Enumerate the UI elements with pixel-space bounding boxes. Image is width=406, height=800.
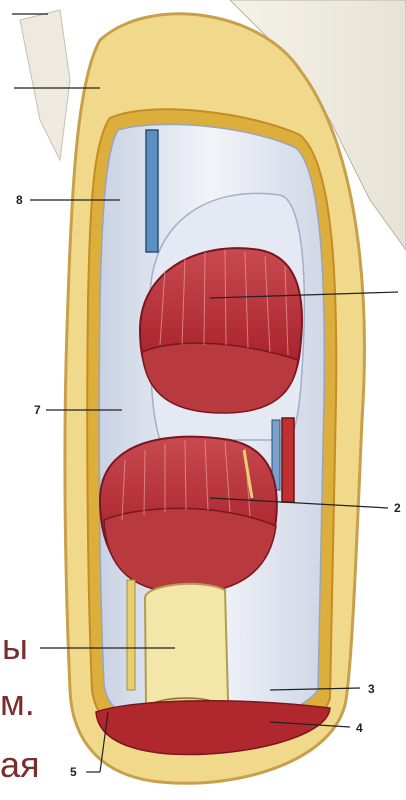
nerve-lower-left — [127, 580, 135, 690]
label-7: 7 — [34, 404, 41, 416]
red-vessel-right — [282, 418, 294, 502]
skin-left-edge — [20, 10, 70, 160]
label-5: 5 — [70, 766, 77, 778]
label-3: 3 — [368, 683, 375, 695]
label-4: 4 — [356, 722, 363, 734]
label-2: 2 — [394, 502, 401, 514]
upper-muscle — [140, 248, 302, 413]
overlay-text-line-2: м. — [0, 684, 35, 722]
overlay-text-line-1: ы — [2, 628, 28, 666]
overlay-text-line-3: ая — [0, 746, 40, 784]
blue-vessel-upper — [146, 130, 158, 252]
lower-muscle — [100, 437, 277, 593]
label-8: 8 — [16, 194, 23, 206]
